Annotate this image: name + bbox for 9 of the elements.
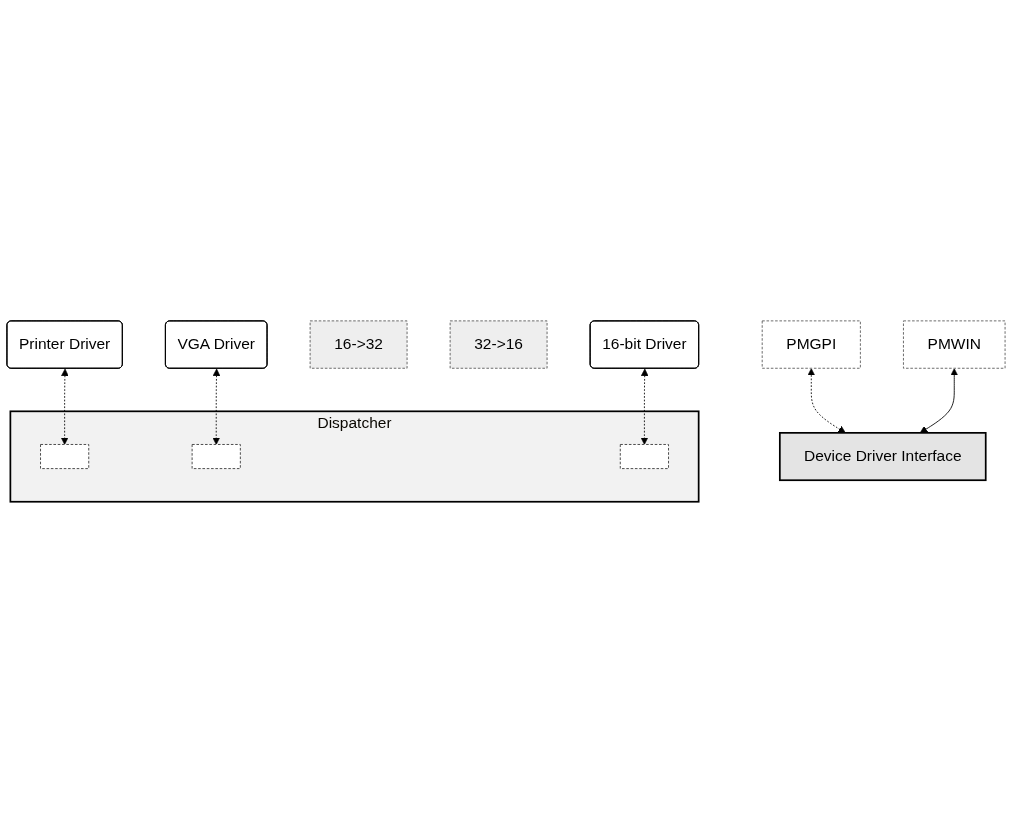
node-box: Device Driver Interface <box>778 431 987 481</box>
node-box <box>191 443 241 469</box>
cluster: Dispatcher <box>9 410 700 503</box>
node-box: 16->32 <box>309 320 408 369</box>
node-box: PMGPI <box>761 320 861 369</box>
node-box <box>40 443 90 469</box>
node-box <box>619 443 669 469</box>
node-box: PMWIN <box>903 320 1006 369</box>
node-box: 32->16 <box>449 320 548 369</box>
